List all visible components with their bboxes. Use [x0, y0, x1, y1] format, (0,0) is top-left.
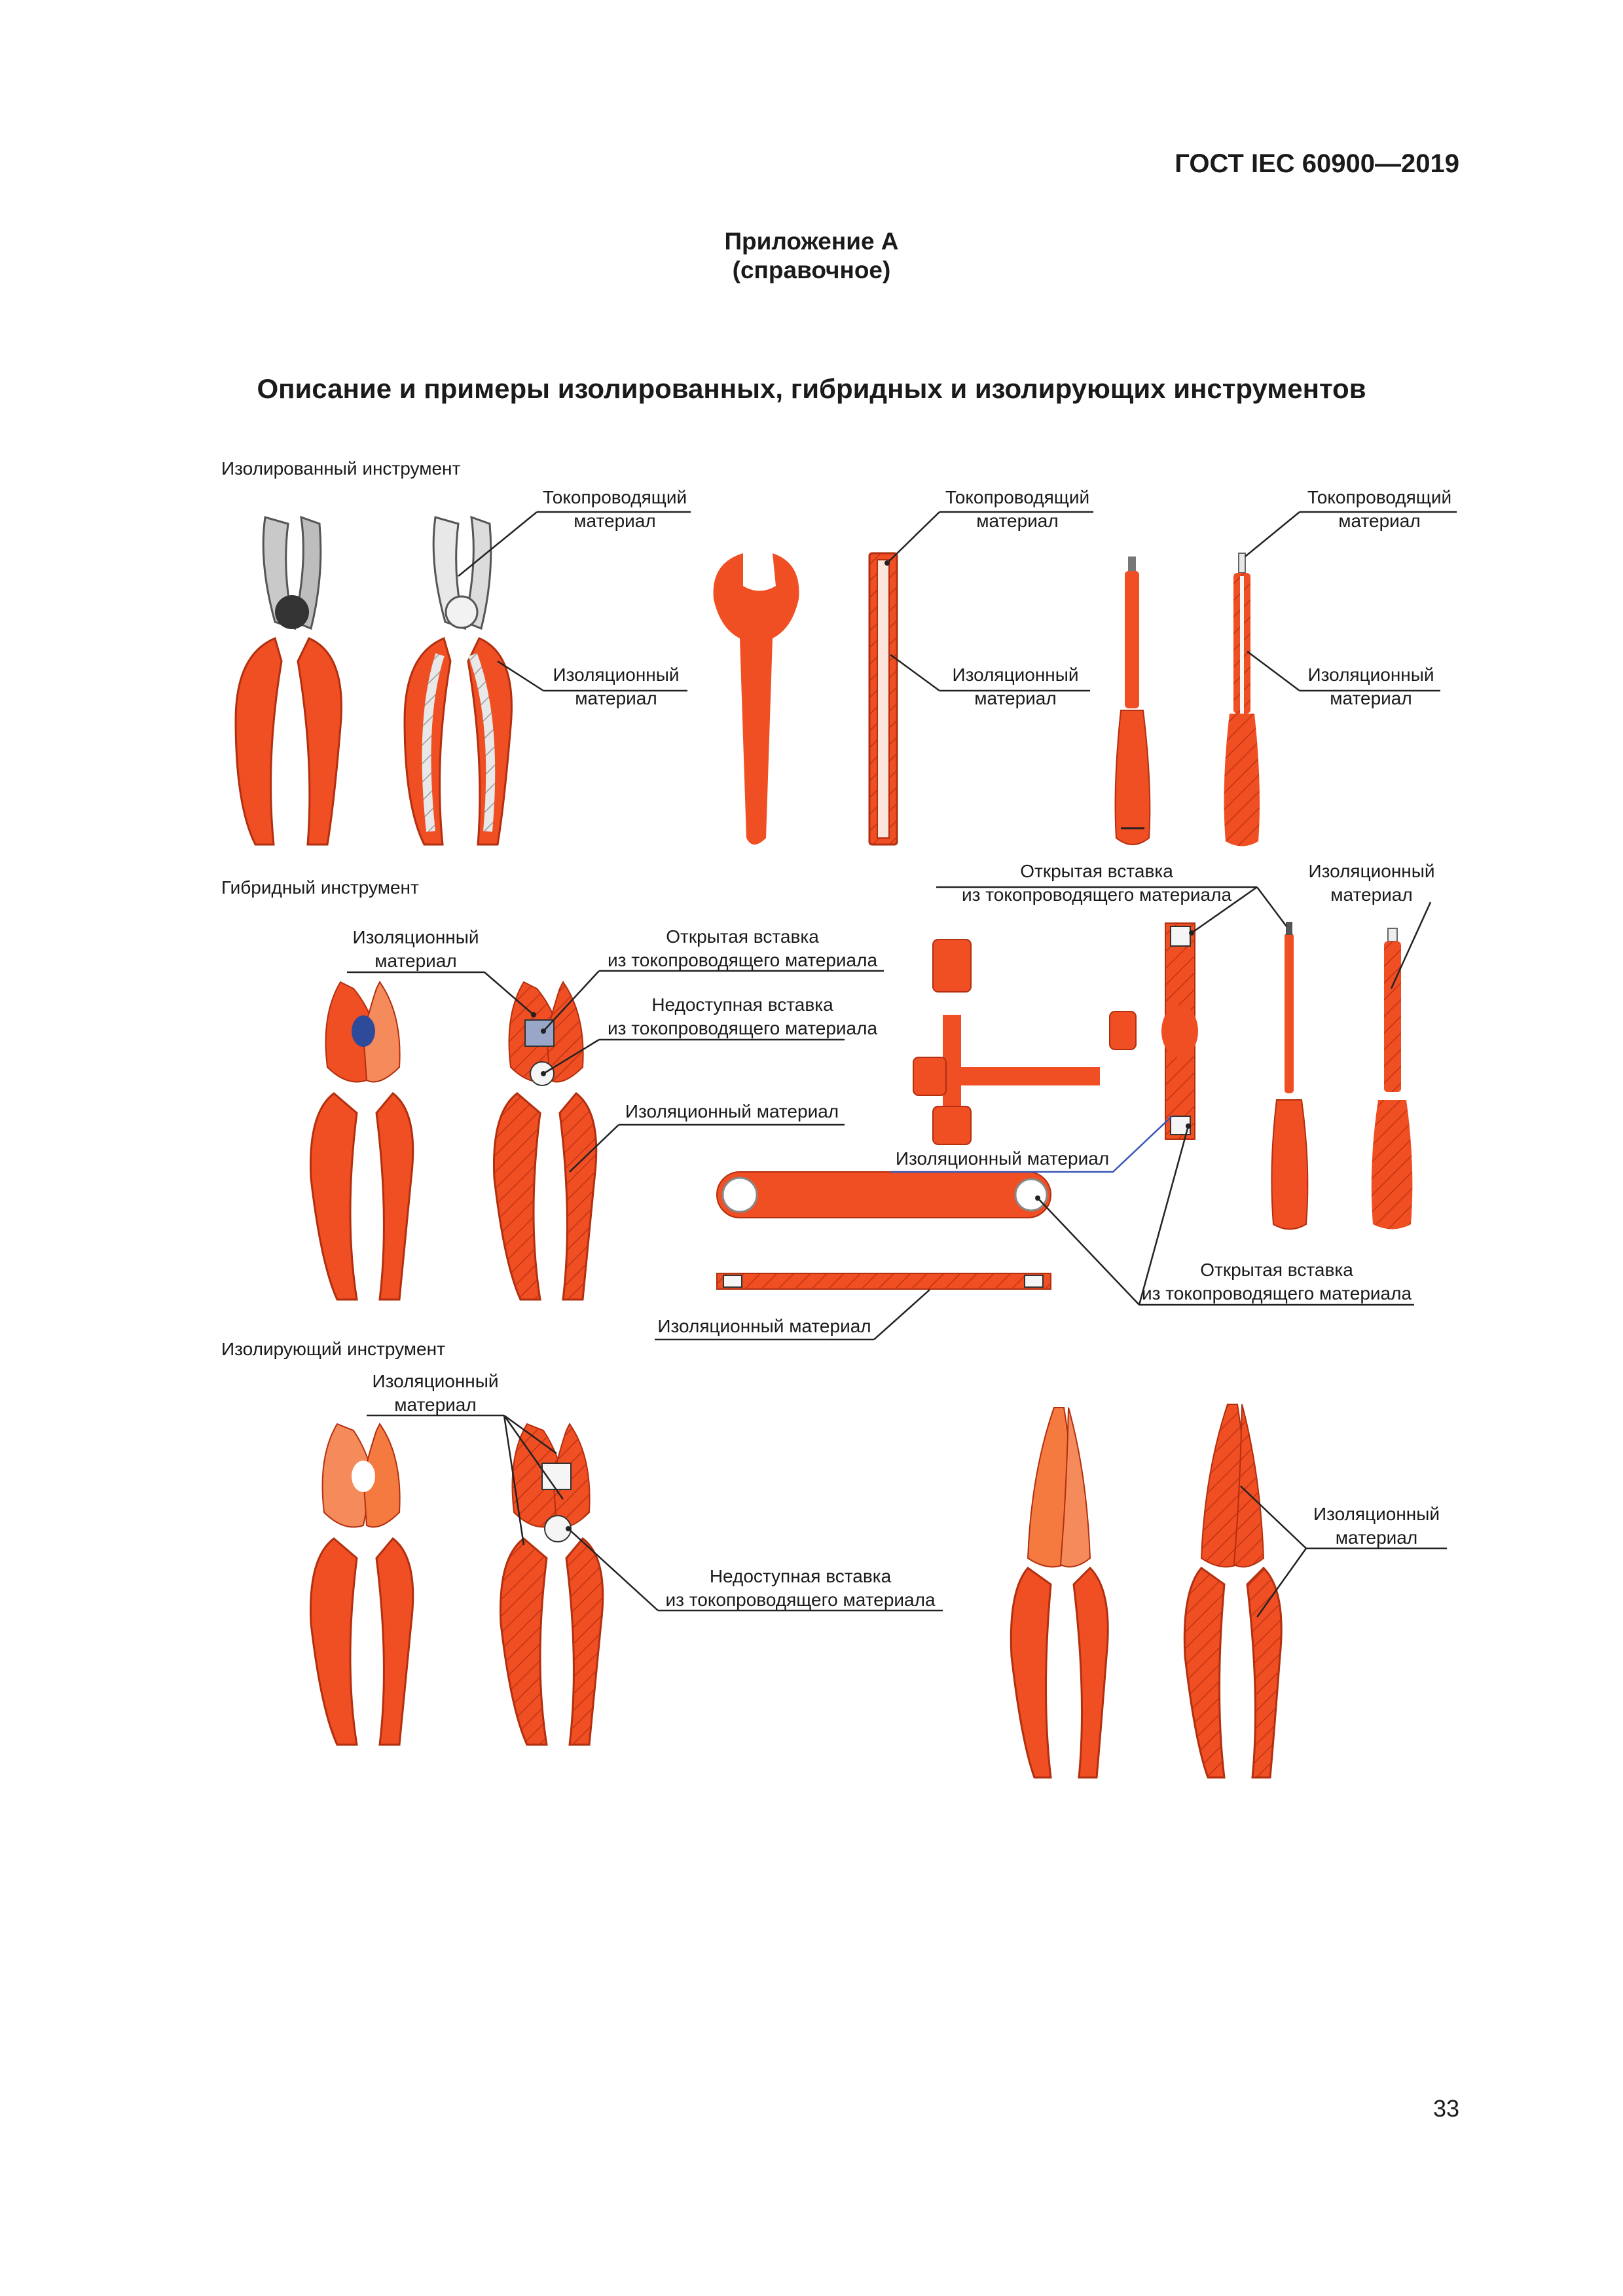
standard-number: ГОСТ IEC 60900—2019	[1175, 149, 1459, 178]
insulating-pliers	[309, 1423, 414, 1746]
appendix-title: Приложение А	[724, 228, 899, 255]
insulated-pliers	[234, 515, 342, 846]
insulated-pliers-cutaway	[403, 515, 513, 846]
hybrid-pliers-cutaway	[492, 981, 598, 1301]
hybrid-cross-key	[913, 939, 1137, 1145]
hybrid-cross-key-section	[1161, 922, 1198, 1140]
hybrid-screwdriver	[1271, 922, 1309, 1230]
label-insulation-hybrid-cutaway: Изоляционный материал	[625, 1101, 839, 1121]
insulated-screwdriver	[1114, 556, 1151, 845]
section-insulating: Изолирующий инструмент	[221, 1339, 445, 1359]
hybrid-box-wrench	[716, 1171, 1051, 1218]
section-insulated: Изолированный инструмент	[221, 458, 461, 479]
arrow-heads	[531, 560, 1194, 1531]
insulated-wrench	[713, 553, 799, 845]
insulated-screwdriver-section	[1224, 553, 1260, 847]
insulated-wrench-section	[868, 552, 898, 846]
leader-lines	[347, 511, 1457, 1618]
label-insulation-cross-key: Изоляционный материал	[895, 1148, 1110, 1169]
hybrid-box-wrench-section	[716, 1273, 1051, 1290]
label-insulation-box-wrench: Изоляционный материал	[657, 1316, 871, 1336]
insulating-long-nose-pliers	[1010, 1407, 1109, 1779]
hybrid-pliers	[309, 981, 414, 1301]
section-hybrid: Гибридный инструмент	[221, 877, 419, 898]
insulating-long-nose-pliers-cutaway	[1183, 1404, 1283, 1779]
blue-leader-line	[890, 1116, 1173, 1173]
page-title: Описание и примеры изолированных, гибрид…	[257, 373, 1366, 404]
page-number: 33	[1432, 2095, 1459, 2122]
insulating-pliers-cutaway	[499, 1423, 604, 1746]
appendix-note: (справочное)	[732, 257, 891, 283]
hybrid-screwdriver-section	[1371, 928, 1413, 1230]
